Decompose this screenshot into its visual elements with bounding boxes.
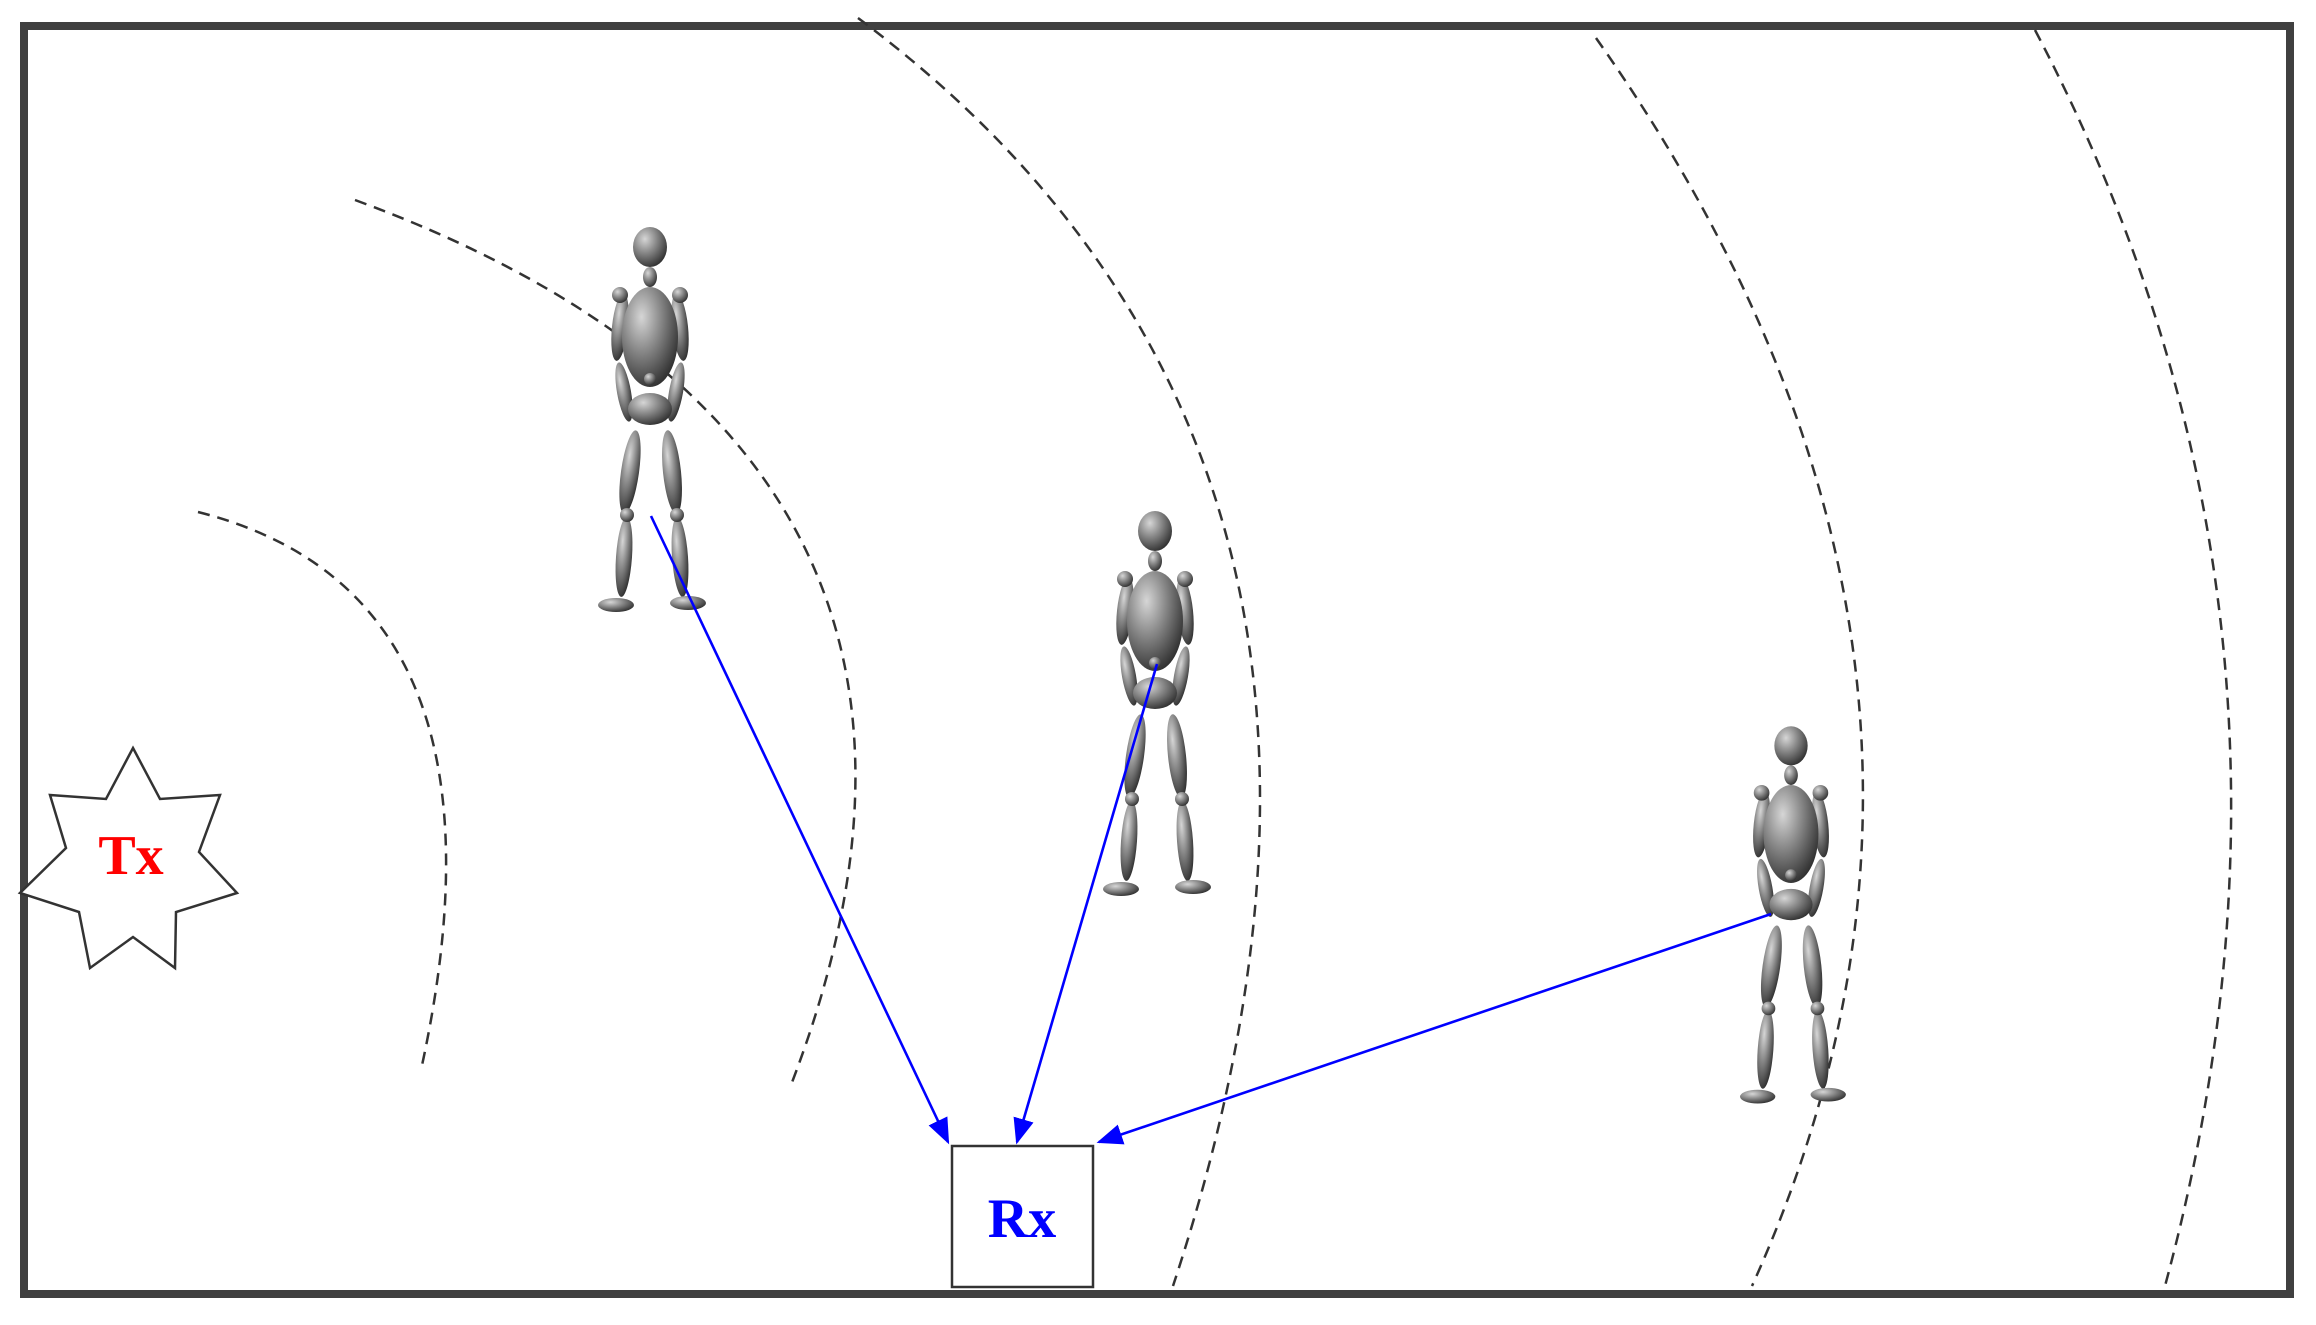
wavefront-arc-2 [354, 198, 857, 1086]
receiver-box [950, 1144, 1095, 1289]
transmitter-star-icon [17, 745, 240, 971]
signal-path-2 [1013, 663, 1159, 1145]
signal-path-3 [1096, 912, 1772, 1145]
signal-path-1 [649, 515, 950, 1145]
wavefront-arc-5 [2033, 29, 2233, 1287]
transmitter-label: Tx [98, 825, 163, 887]
receiver-label: Rx [988, 1188, 1056, 1250]
wavefront-arc-1 [197, 510, 448, 1071]
wavefront-arc-3 [857, 16, 1262, 1287]
